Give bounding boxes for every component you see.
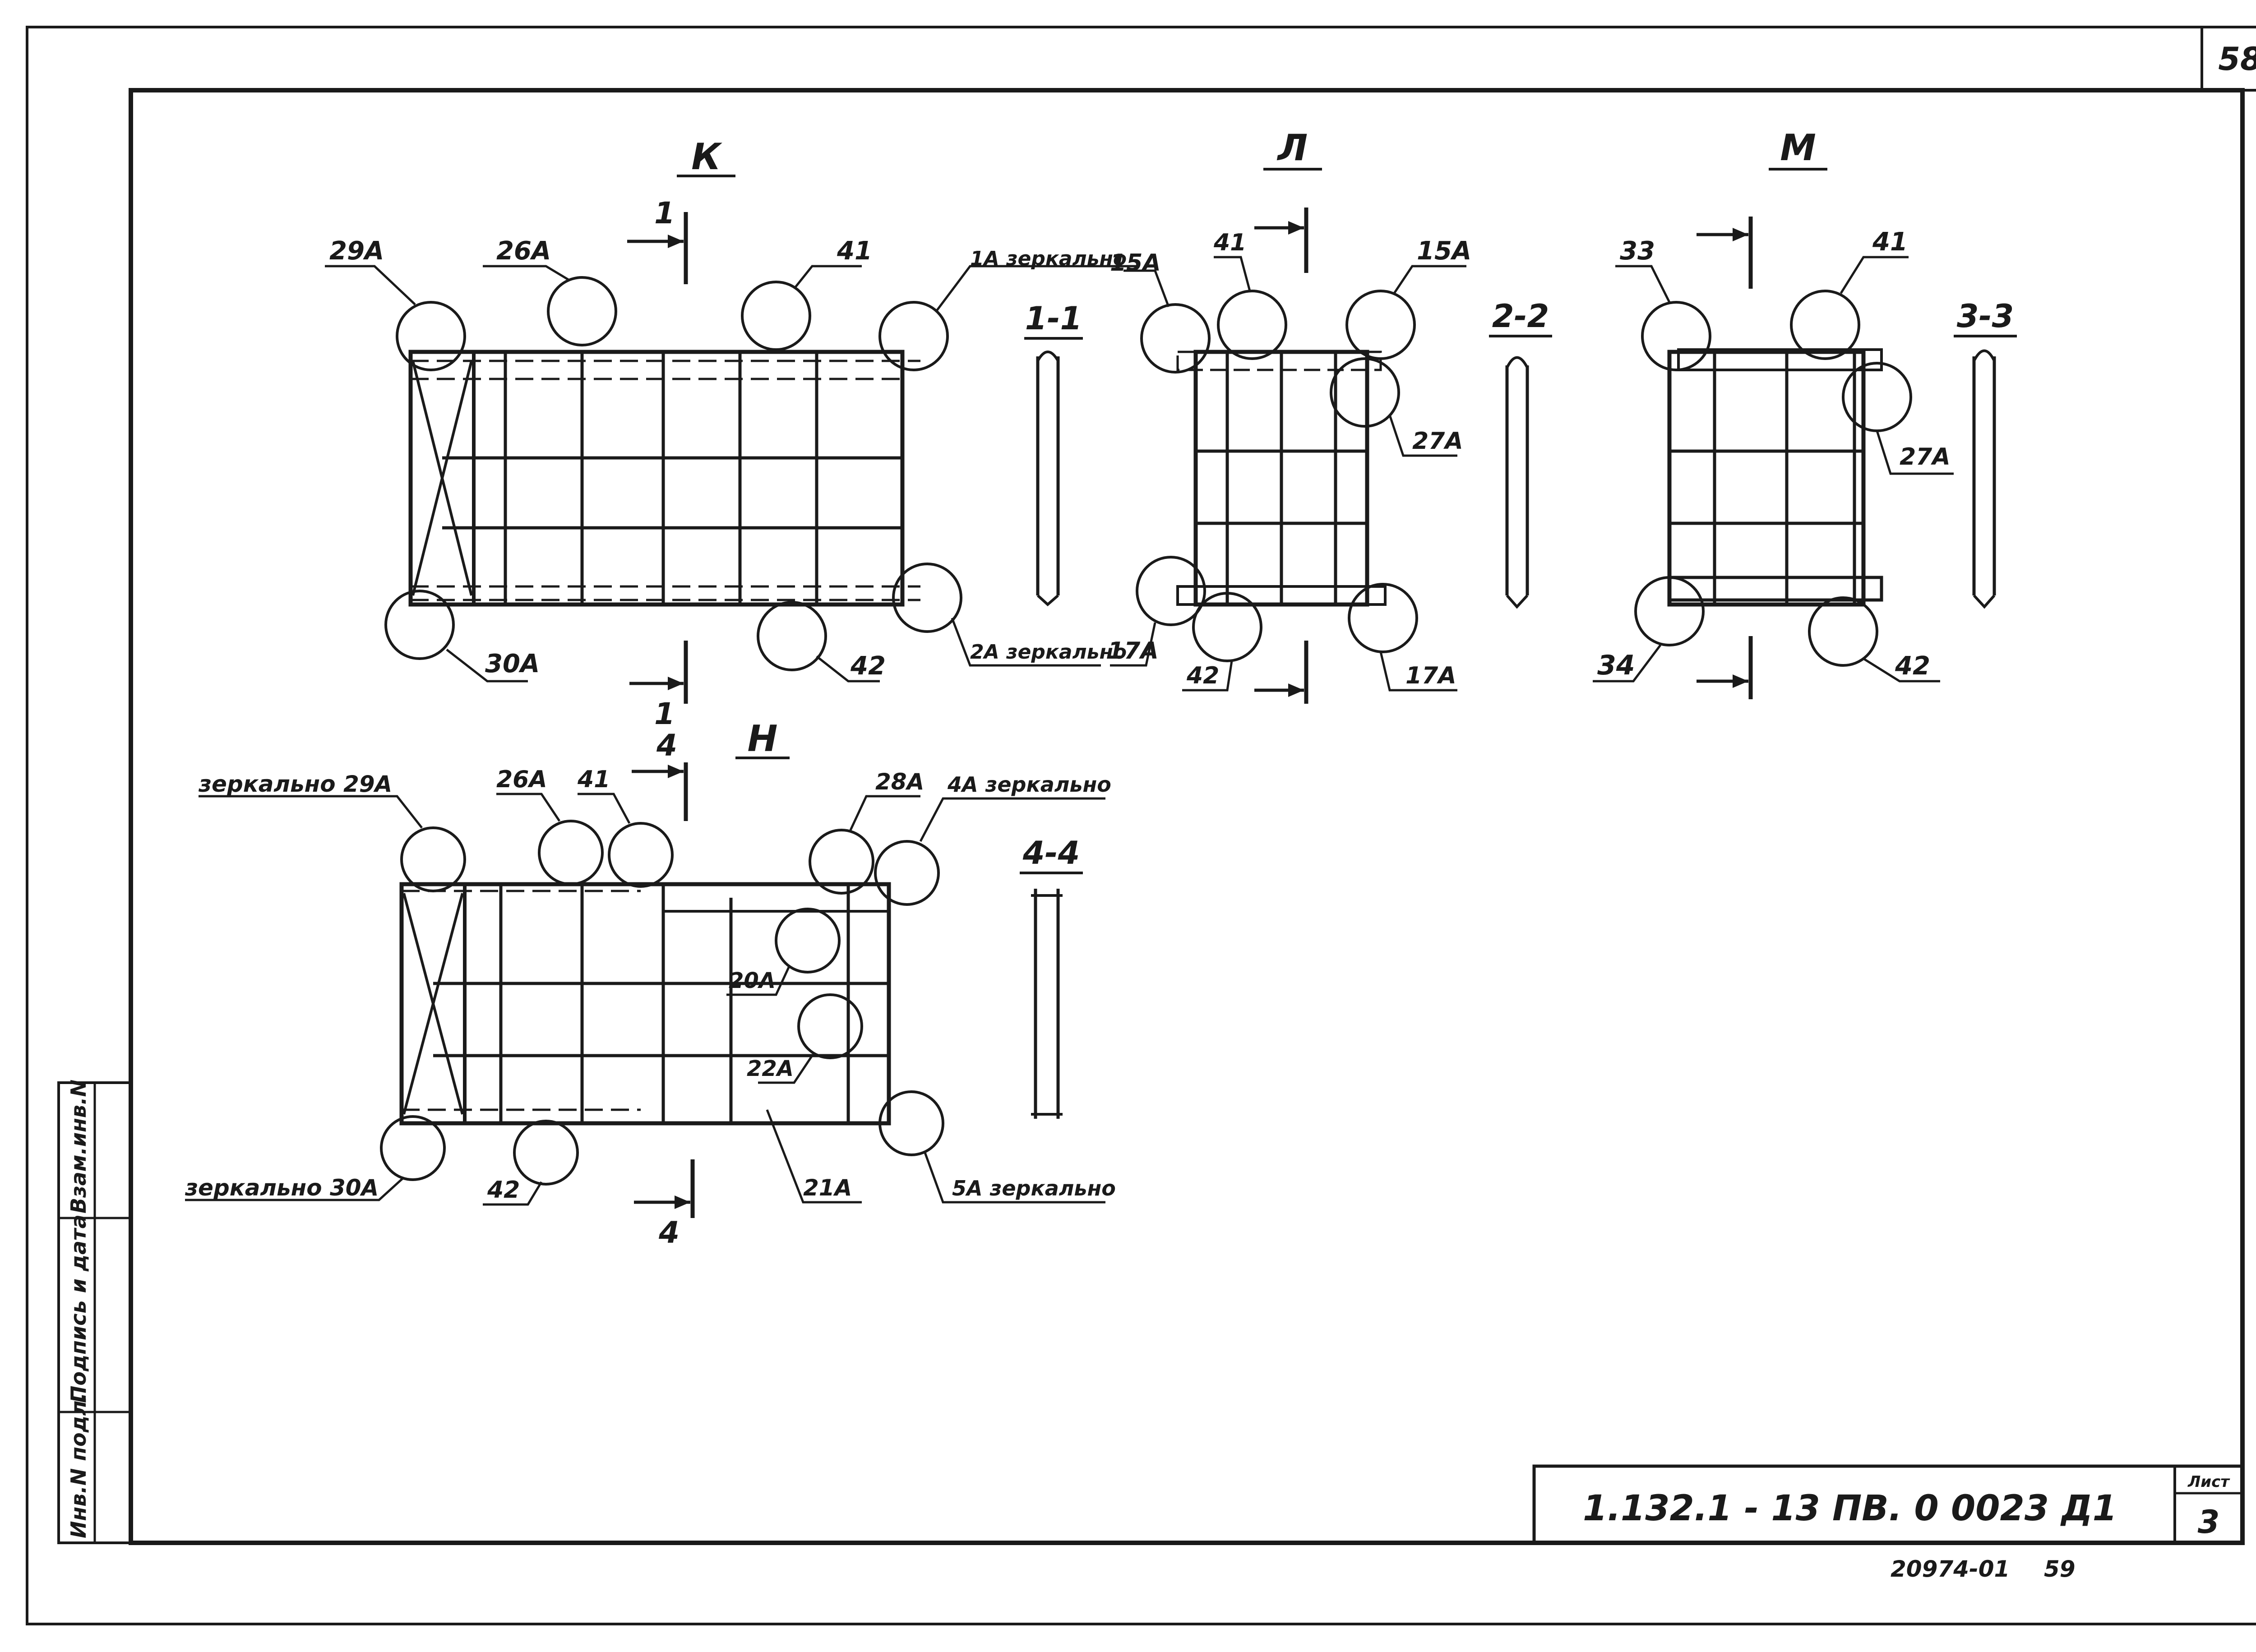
stamp-vzam: Взам.инв.N [66, 1080, 91, 1214]
view-m-label-1: 33 [1620, 236, 1655, 266]
view-l-label-1: 15А [1110, 249, 1161, 277]
view-k: К 29А 26А 41 1А зер [325, 136, 1137, 731]
view-n-label-5: 4А зеркально [947, 772, 1111, 797]
view-n-label-6: 20А [729, 968, 776, 993]
view-l: Л 15А 41 15А 27А 17А 42 17А [1108, 127, 1471, 704]
section-1-1-title: 1-1 [1025, 300, 1082, 337]
sheet-number: 3 [2198, 1504, 2220, 1541]
view-k-label-7: 2А зеркально [970, 641, 1127, 664]
view-n-label-11: 5А зеркально [952, 1176, 1116, 1200]
view-m-label-4: 34 [1597, 650, 1635, 681]
drawing-code: 1.132.1 - 13 ПВ. 0 0023 Д1 [1583, 1488, 2117, 1529]
view-n-label-7: 22А [747, 1056, 794, 1081]
view-l-title: Л [1277, 127, 1308, 169]
stamp-podpis: Подпись и дата [66, 1214, 91, 1403]
archive-number: 20974-01 [1891, 1556, 2010, 1582]
sheet-outer-frame [26, 26, 2256, 1625]
view-k-label-6: 42 [850, 651, 886, 681]
view-k-label-3: 41 [837, 236, 872, 266]
view-n: Н зеркально 29А [185, 718, 1116, 1250]
section-4-4-title: 4-4 [1022, 835, 1080, 872]
view-n-label-9: 42 [487, 1177, 520, 1204]
view-k-label-2: 26А [496, 236, 551, 266]
view-n-cut-bottom: 4 [658, 1215, 680, 1250]
view-m: М 33 41 27А 34 42 [1593, 127, 1954, 699]
section-1-1: 1-1 [1024, 300, 1083, 607]
view-n-label-8: зеркально 30А [185, 1175, 379, 1201]
margin-stamp: Инв.N подл. Подпись и дата Взам.инв.N [57, 1080, 132, 1544]
section-2-2-title: 2-2 [1492, 298, 1549, 335]
title-block: 1.132.1 - 13 ПВ. 0 0023 Д1 Лист 3 [1532, 1464, 2244, 1545]
page-number-box [2201, 26, 2256, 92]
view-l-label-7: 17А [1405, 662, 1456, 689]
view-k-title: К [691, 136, 722, 178]
page-number: 58 [2218, 41, 2256, 78]
sheet-label: Лист [2187, 1473, 2230, 1491]
view-k-cut-bottom: 1 [654, 697, 675, 731]
view-l-label-3: 15А [1417, 236, 1471, 266]
section-3-3-title: 3-3 [1957, 298, 2014, 335]
view-k-label-1: 29А [329, 236, 384, 266]
stamp-inv-podl: Инв.N подл. [66, 1393, 91, 1538]
sheet-inner-frame [129, 88, 2245, 1545]
view-m-label-3: 27А [1900, 443, 1951, 471]
view-m-label-5: 42 [1895, 651, 1930, 681]
view-l-label-6: 42 [1186, 662, 1219, 689]
view-n-label-4: 28А [875, 769, 924, 795]
view-m-label-2: 41 [1872, 227, 1908, 257]
view-n-label-1: зеркально 29А [198, 771, 392, 797]
view-l-label-4: 27А [1412, 428, 1463, 455]
view-n-title: Н [748, 718, 778, 760]
view-n-label-3: 41 [577, 766, 610, 793]
archive-page: 59 [2044, 1556, 2076, 1582]
section-4-4: 4-4 [1020, 835, 1083, 1119]
view-l-label-2: 41 [1213, 229, 1246, 256]
view-k-label-5: 30А [485, 649, 540, 678]
view-n-cut-top: 4 [656, 728, 677, 763]
section-2-2: 2-2 [1489, 298, 1552, 609]
view-n-label-10: 21А [803, 1175, 852, 1201]
view-k-label-4: 1А зеркально [970, 247, 1127, 270]
view-m-title: М [1780, 127, 1816, 169]
view-l-label-5: 17А [1108, 637, 1159, 664]
view-k-cut-top: 1 [654, 196, 675, 231]
view-n-label-2: 26А [496, 766, 547, 793]
section-3-3: 3-3 [1954, 298, 2017, 609]
